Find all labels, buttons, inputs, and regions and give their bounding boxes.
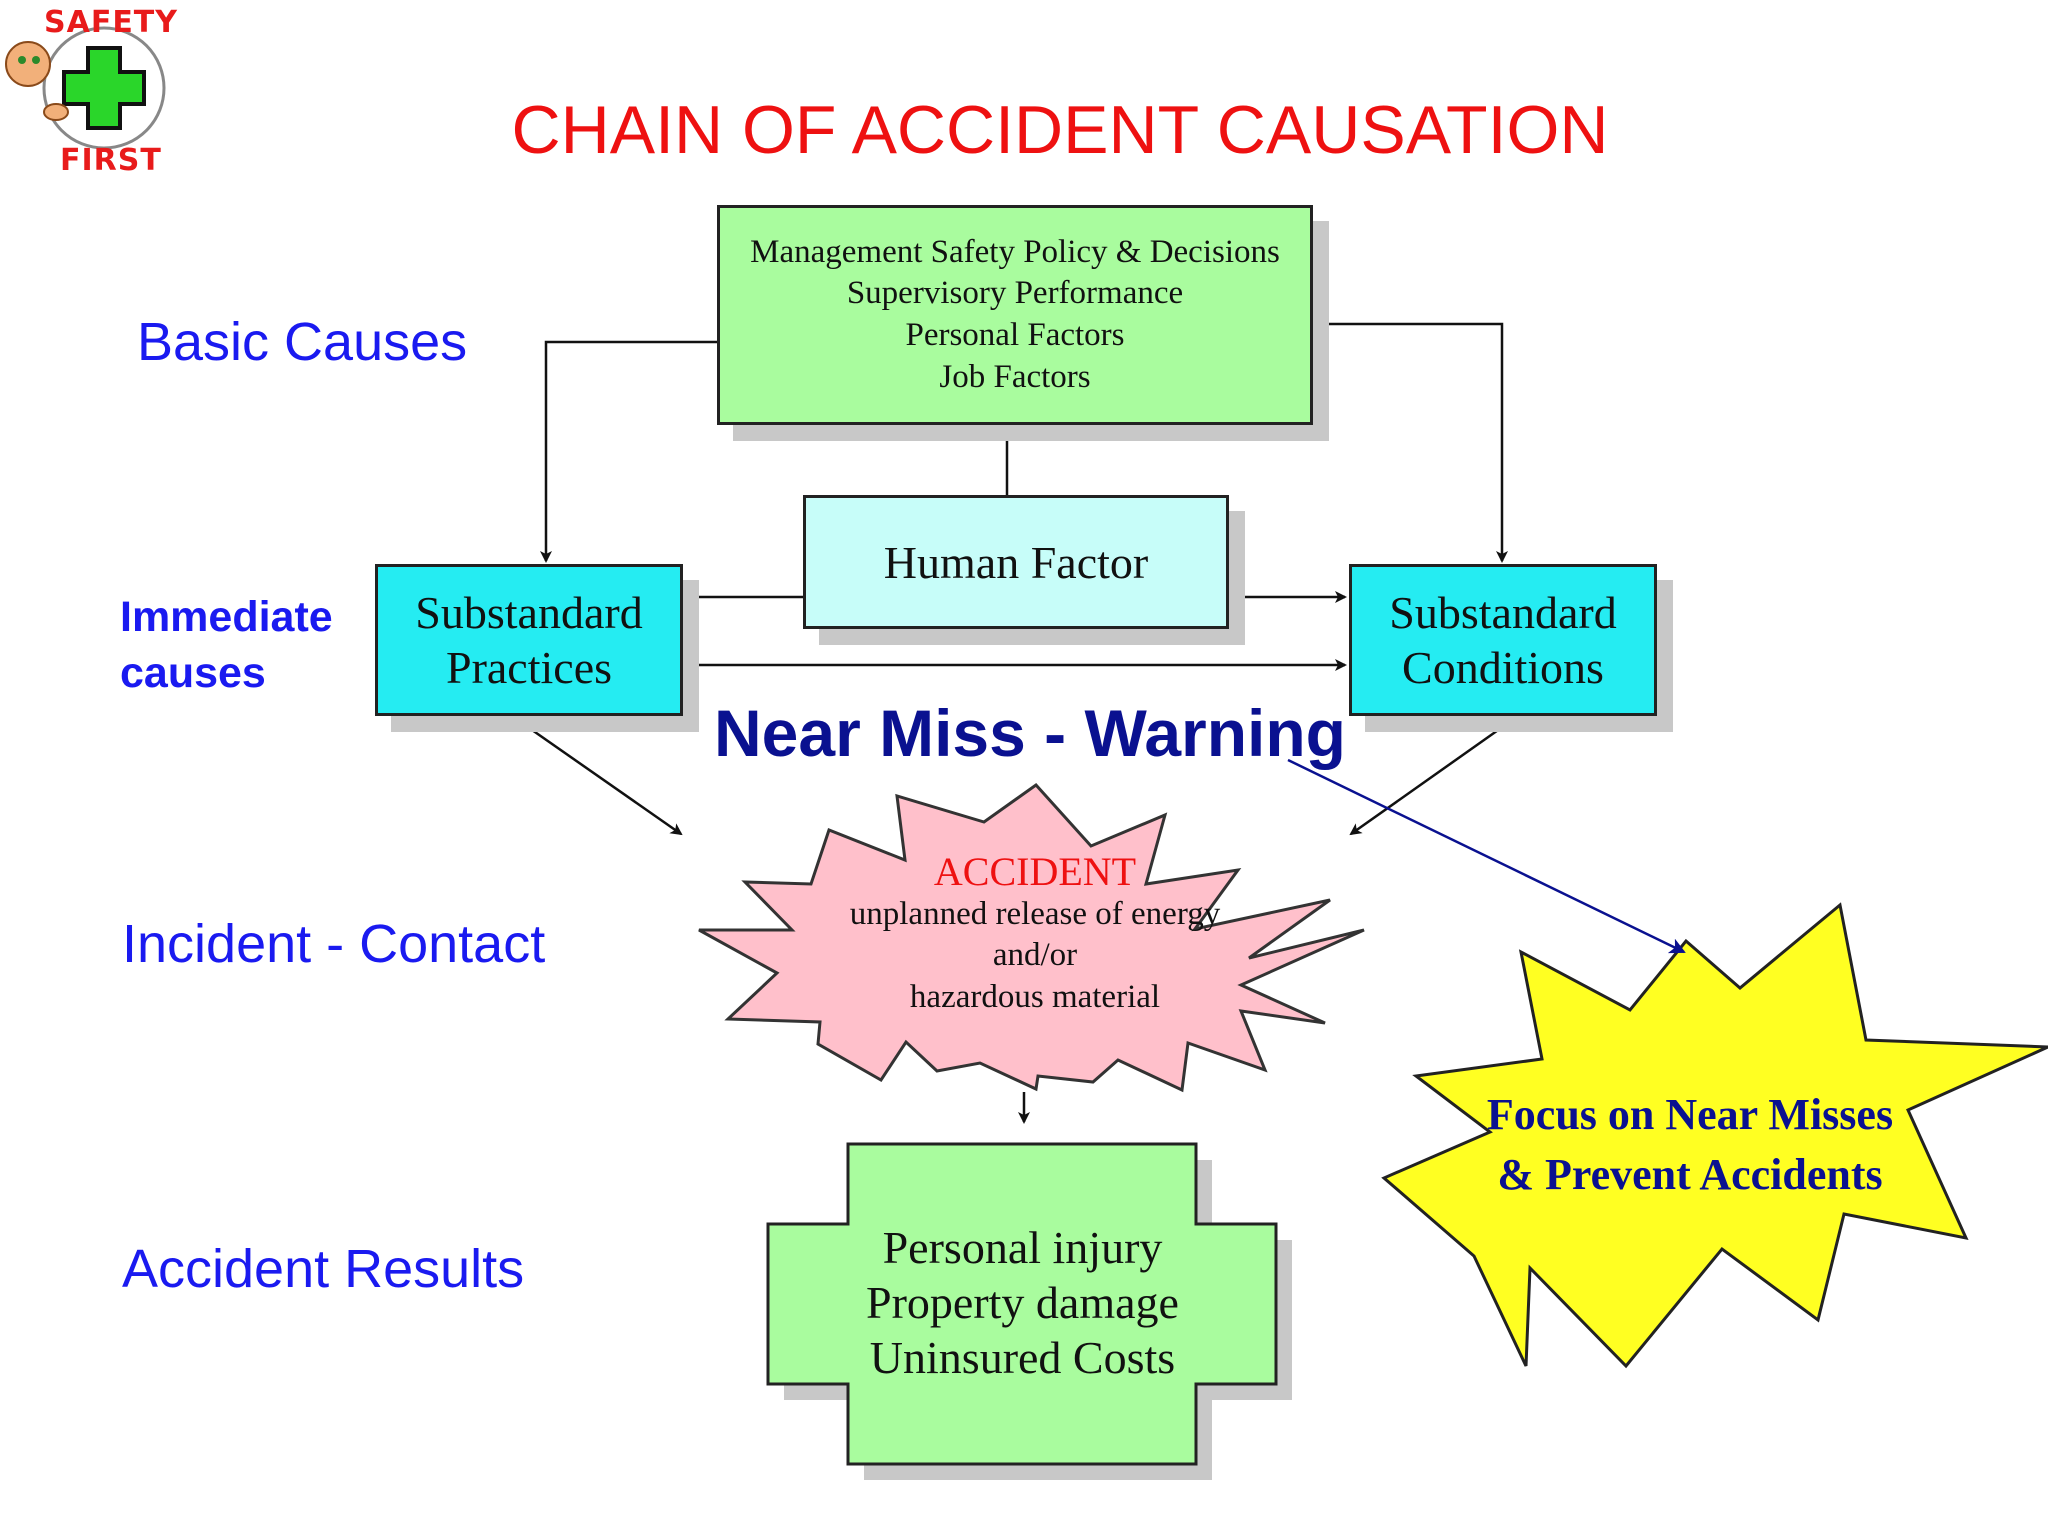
substandard-conditions-line: Conditions (1402, 642, 1604, 693)
label-immediate-line1: Immediate (120, 593, 333, 641)
logo-safety-text: SAFETY (44, 5, 178, 40)
focus-line: Focus on Near Misses (1486, 1090, 1894, 1139)
arrow-management-to-conditions (1313, 322, 1508, 563)
management-box: Management Safety Policy & Decisions Sup… (717, 205, 1313, 425)
substandard-practices-line: Substandard (415, 586, 643, 638)
accident-text: ACCIDENT unplanned release of energy and… (790, 850, 1280, 1018)
label-accident-results: Accident Results (122, 1239, 525, 1299)
management-line: Supervisory Performance (846, 275, 1184, 312)
accident-line: unplanned release of energy (849, 896, 1221, 932)
management-line: Management Safety Policy & Decisions (750, 233, 1280, 270)
management-line: Personal Factors (905, 317, 1125, 353)
safety-first-logo (5, 26, 166, 150)
results-line: Uninsured Costs (869, 1332, 1176, 1384)
label-immediate-causes: Immediate causes (120, 590, 333, 702)
substandard-practices-box: Substandard Practices (375, 564, 683, 716)
accident-line: and/or (992, 937, 1078, 974)
focus-text: Focus on Near Misses & Prevent Accidents (1410, 1085, 1970, 1205)
substandard-conditions-line: Substandard (1389, 586, 1617, 638)
substandard-practices-line: Practices (445, 642, 613, 693)
arrow-practices-to-accident (511, 714, 683, 836)
label-immediate-line2: causes (120, 648, 266, 697)
results-line: Property damage (866, 1277, 1179, 1329)
focus-line: & Prevent Accidents (1497, 1149, 1883, 1199)
green-cross-icon (62, 46, 146, 130)
label-basic-causes: Basic Causes (137, 312, 468, 372)
arrow-management-to-practices (540, 340, 717, 563)
focus-starburst (1381, 902, 2048, 1369)
arrow-conditions-to-accident (1349, 714, 1519, 836)
human-factor-box: Human Factor (803, 495, 1229, 629)
management-line: Job Factors (939, 358, 1091, 395)
label-incident-contact: Incident - Contact (122, 914, 546, 974)
arrow-near-miss-to-focus (1287, 758, 1686, 954)
accident-results-text: Personal injury Property damage Uninsure… (770, 1220, 1275, 1386)
substandard-conditions-box: Substandard Conditions (1349, 564, 1657, 716)
human-factor-label: Human Factor (883, 536, 1149, 588)
accident-heading: ACCIDENT (933, 849, 1137, 894)
page-title: CHAIN OF ACCIDENT CAUSATION (511, 92, 1609, 168)
results-box (766, 1142, 1278, 1466)
logo-first-text: FIRST (60, 143, 162, 178)
cartoon-face-icon (5, 41, 51, 87)
near-miss-warning: Near Miss - Warning (714, 696, 1346, 770)
accident-line: hazardous material (909, 978, 1161, 1015)
results-line: Personal injury (882, 1222, 1163, 1273)
accident-starburst (698, 783, 1365, 1093)
